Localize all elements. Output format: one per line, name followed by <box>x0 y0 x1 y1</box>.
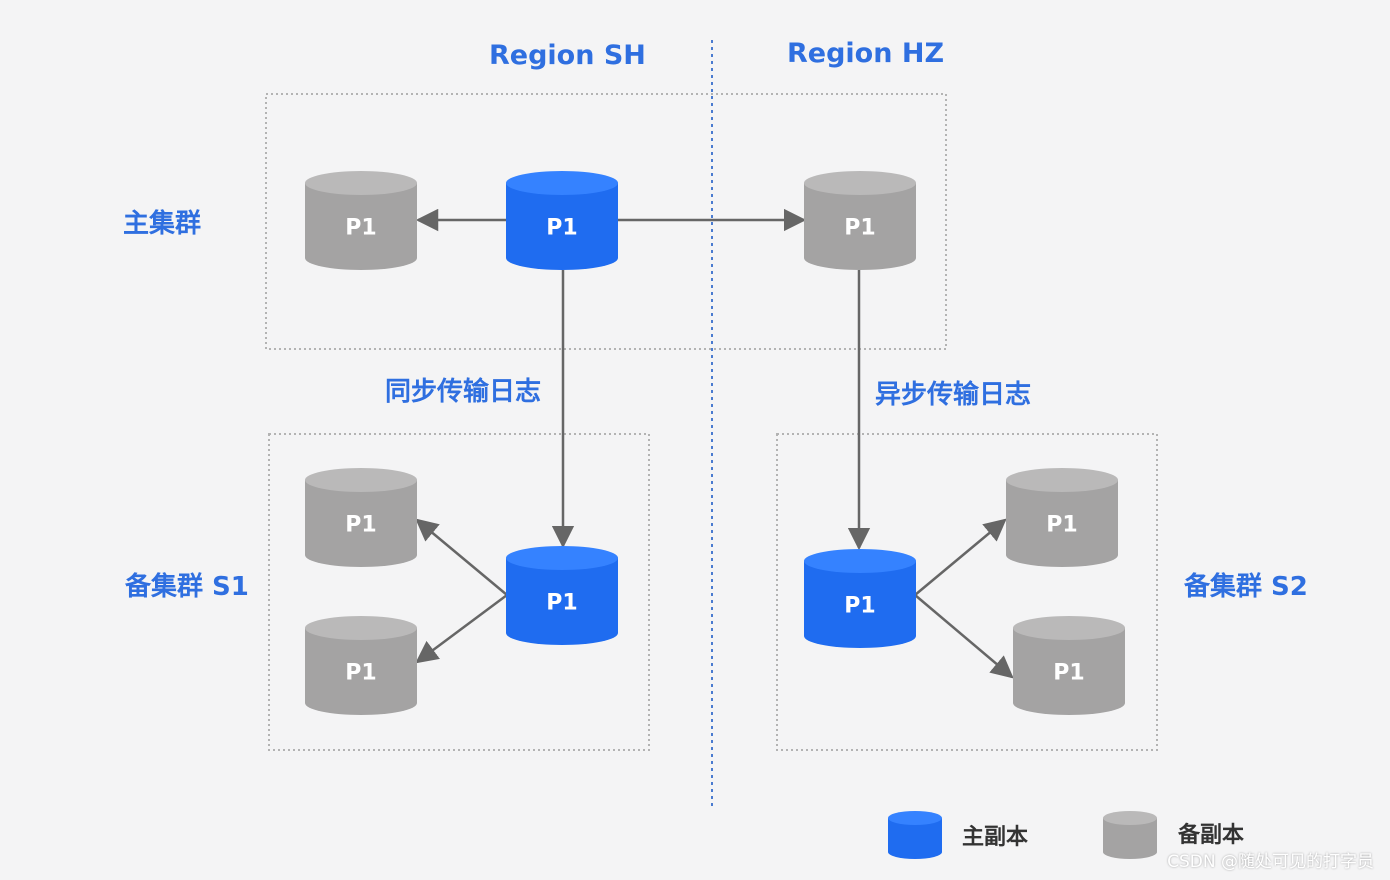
s2-primary-replica-body <box>804 561 916 648</box>
s1-primary-replica: P1 <box>506 546 618 645</box>
watermark: CSDN @随处可见的打字员 <box>1167 852 1374 872</box>
s1-replica-a: P1 <box>305 468 417 567</box>
s2-replica-b-label: P1 <box>1053 661 1084 686</box>
s2-replica-a-label: P1 <box>1046 513 1077 538</box>
standby-cluster-s2-box <box>776 433 1158 751</box>
s1-replica-b: P1 <box>305 616 417 715</box>
primary-cluster-box <box>265 93 947 350</box>
s2-replica-a: P1 <box>1006 468 1118 567</box>
region-sh-label: Region SH <box>489 40 646 71</box>
sh-primary-replica-body <box>506 183 618 270</box>
legend-primary-icon-cap <box>888 811 942 825</box>
s2-primary-replica: P1 <box>804 549 916 648</box>
standby-cluster-s2-label: 备集群 S2 <box>1184 572 1308 602</box>
s1-replica-b-label: P1 <box>345 661 376 686</box>
legend-standby-icon-body <box>1103 818 1157 859</box>
region-hz-label: Region HZ <box>787 38 945 69</box>
s1-replica-b-body <box>305 628 417 715</box>
s2-replica-a-cap <box>1006 468 1118 492</box>
async-log-label: 异步传输日志 <box>875 380 1032 410</box>
legend-primary-icon <box>888 811 942 859</box>
sh-standby-replica-cap <box>305 171 417 195</box>
sh-primary-replica-label: P1 <box>546 216 577 241</box>
arrow-s1-to-replica-b <box>415 593 508 664</box>
sh-primary-replica-cap <box>506 171 618 195</box>
hz-standby-replica-label: P1 <box>844 216 875 241</box>
sh-standby-replica: P1 <box>305 171 417 270</box>
s1-primary-replica-cap <box>506 546 618 570</box>
s2-primary-replica-cap <box>804 549 916 573</box>
hz-standby-replica: P1 <box>804 171 916 270</box>
s1-replica-a-label: P1 <box>345 513 376 538</box>
s1-replica-a-body <box>305 480 417 567</box>
s1-primary-replica-body <box>506 558 618 645</box>
legend-primary-icon-body <box>888 818 942 859</box>
legend-standby-icon <box>1103 811 1157 859</box>
sh-standby-replica-label: P1 <box>345 216 376 241</box>
legend-standby-icon-cap <box>1103 811 1157 825</box>
s1-replica-a-cap <box>305 468 417 492</box>
legend-icons <box>888 811 1157 859</box>
primary-cluster-label: 主集群 <box>123 209 202 239</box>
arrow-s2-to-replica-a <box>914 518 1007 596</box>
s1-primary-replica-label: P1 <box>546 591 577 616</box>
replication-arrows <box>415 208 1014 679</box>
hz-standby-replica-cap <box>804 171 916 195</box>
s2-replica-b: P1 <box>1013 616 1125 715</box>
s1-replica-b-cap <box>305 616 417 640</box>
sh-standby-replica-body <box>305 183 417 270</box>
s2-replica-a-body <box>1006 480 1118 567</box>
sync-log-label: 同步传输日志 <box>385 377 542 407</box>
hz-standby-replica-body <box>804 183 916 270</box>
arrow-s1-to-replica-a <box>415 518 508 596</box>
standby-cluster-s1-box <box>268 433 650 751</box>
s2-replica-b-body <box>1013 628 1125 715</box>
sh-primary-replica: P1 <box>506 171 618 270</box>
standby-cluster-s1-label: 备集群 S1 <box>125 572 249 602</box>
s2-primary-replica-label: P1 <box>844 594 875 619</box>
legend-primary-label: 主副本 <box>962 825 1029 850</box>
legend-standby-label: 备副本 <box>1178 823 1245 848</box>
arrow-s2-to-replica-b <box>914 594 1014 679</box>
s2-replica-b-cap <box>1013 616 1125 640</box>
